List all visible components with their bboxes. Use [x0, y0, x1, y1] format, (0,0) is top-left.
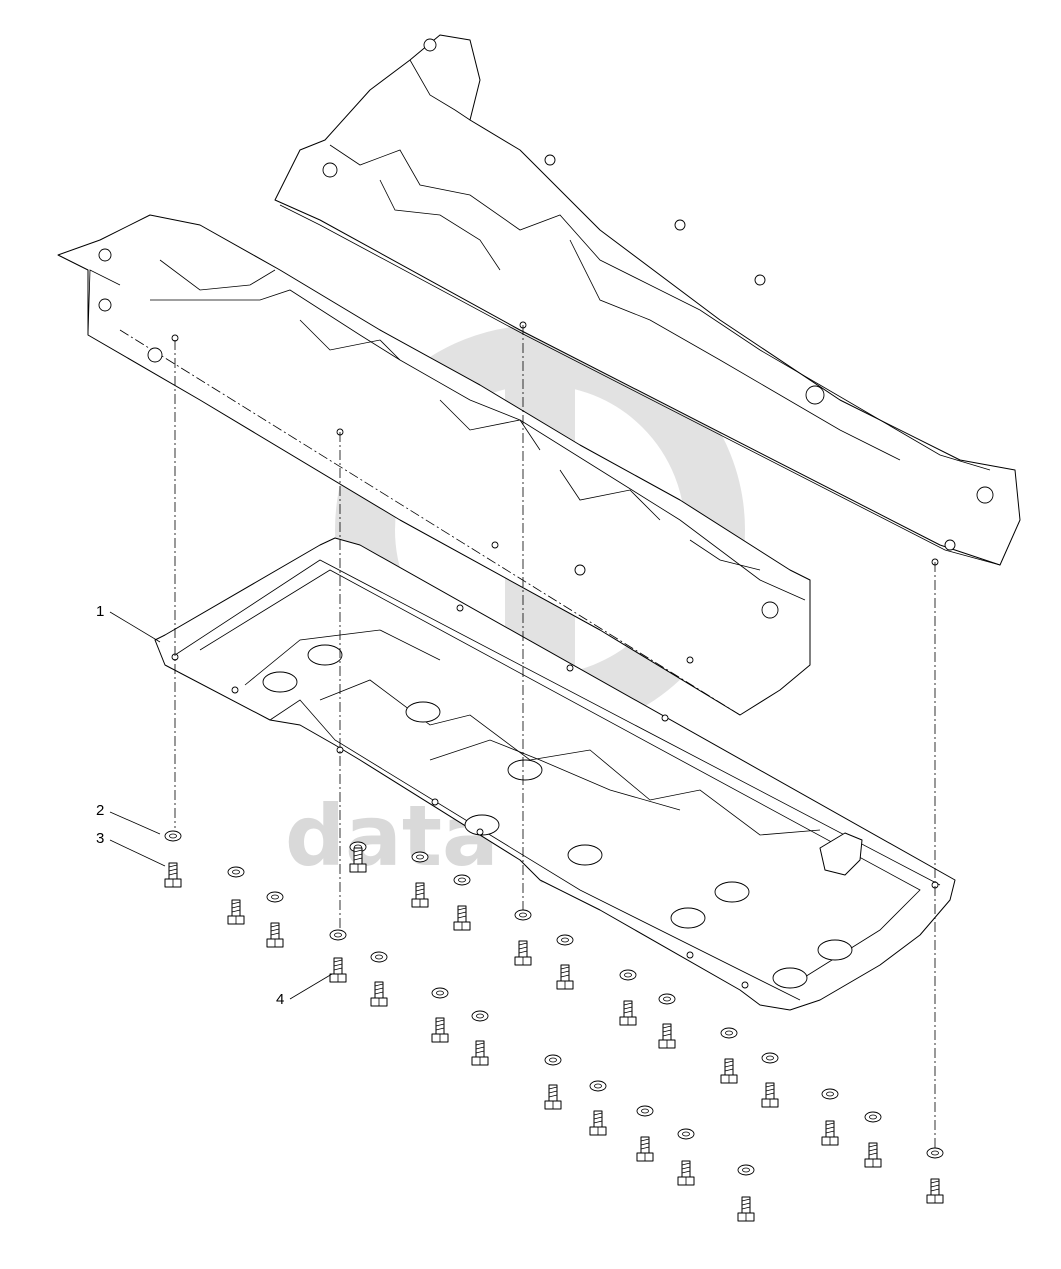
bolt	[821, 1120, 839, 1146]
washer	[453, 874, 471, 886]
washer	[411, 851, 429, 863]
washer	[164, 830, 182, 842]
bolt	[926, 1178, 944, 1204]
upper-casting-rear	[274, 34, 1021, 566]
washer	[761, 1052, 779, 1064]
alignment-lines	[174, 325, 936, 1150]
bolt	[471, 1040, 489, 1066]
oil-pan	[154, 537, 956, 1011]
washer	[544, 1054, 562, 1066]
bolt	[266, 922, 284, 948]
washer	[821, 1088, 839, 1100]
callout-leaders	[109, 611, 333, 1000]
washer	[589, 1080, 607, 1092]
bolt	[658, 1023, 676, 1049]
bolt	[227, 899, 245, 925]
lower-casting-front	[57, 214, 939, 716]
bolt	[349, 847, 367, 873]
callout-3: 3	[96, 830, 104, 847]
bolt	[556, 964, 574, 990]
bolt	[619, 1000, 637, 1026]
washer	[266, 891, 284, 903]
bolt	[329, 957, 347, 983]
washer	[737, 1164, 755, 1176]
washer	[864, 1111, 882, 1123]
bolt	[761, 1082, 779, 1108]
callout-1: 1	[96, 603, 104, 620]
washer	[658, 993, 676, 1005]
washer	[926, 1147, 944, 1159]
callout-2: 2	[96, 802, 104, 819]
washer	[227, 866, 245, 878]
washer	[720, 1027, 738, 1039]
bolt	[589, 1110, 607, 1136]
washer	[556, 934, 574, 946]
bolt	[453, 905, 471, 931]
bolt	[370, 981, 388, 1007]
bolt	[636, 1136, 654, 1162]
washer	[619, 969, 637, 981]
bolt	[164, 862, 182, 888]
washer	[431, 987, 449, 999]
washer	[677, 1128, 695, 1140]
washer	[471, 1010, 489, 1022]
bolt	[737, 1196, 755, 1222]
callout-4: 4	[276, 991, 284, 1008]
bolt	[431, 1017, 449, 1043]
washer	[329, 929, 347, 941]
bolt	[411, 882, 429, 908]
washer	[636, 1105, 654, 1117]
bolt	[720, 1058, 738, 1084]
fastener-set	[164, 830, 944, 1222]
bolt	[544, 1084, 562, 1110]
bolt	[514, 940, 532, 966]
bolt	[677, 1160, 695, 1186]
washer	[514, 909, 532, 921]
bolt	[864, 1142, 882, 1168]
washer	[370, 951, 388, 963]
